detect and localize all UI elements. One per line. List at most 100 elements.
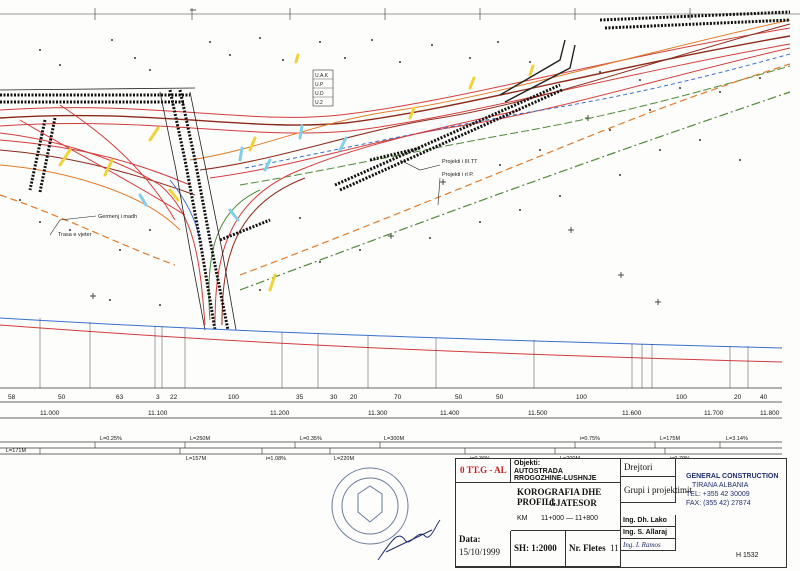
engineer-2: Ing. S. Allaraj (623, 529, 668, 536)
distance-value: 50 (496, 394, 504, 401)
company-tel: TEL: +355 42 30009 (686, 491, 750, 498)
distance-value: 35 (296, 394, 304, 401)
station-label: 11.800 (760, 410, 780, 417)
label-germeni: Germenj i madh (98, 214, 137, 220)
distance-value: 70 (394, 394, 402, 401)
ug-label: U.D (315, 91, 324, 97)
ramp-to-junction (499, 39, 576, 103)
grade-value: i=0.75% (580, 436, 600, 442)
station-label: 11.400 (440, 410, 460, 417)
objekti-label: Objekti: (514, 460, 541, 467)
distance-value: 100 (228, 394, 239, 401)
map-labels: Projekti i III.TT Projekti i rl P. Germe… (58, 159, 478, 238)
scale-value: SH: 1:2000 (514, 543, 557, 553)
highlight-marks (58, 53, 535, 292)
objekti-value-2: RROGOZHINE-LUSHNJE (514, 475, 597, 482)
grade-value: L=220M (334, 456, 354, 462)
signature (377, 519, 441, 561)
ug-label: U.2 (315, 100, 323, 106)
engineer-1-cell: Ing. Dh. Lako (621, 515, 676, 527)
grade-value: L=0.25% (100, 436, 122, 442)
ug-label: U.A.K (315, 73, 329, 79)
distance-value: 20 (734, 394, 742, 401)
ug-label-stack: U.A.K U.P U.D U.2 (312, 69, 334, 107)
sheet-number-label: Nr. Fletes (569, 543, 606, 553)
station-label: 11.500 (528, 410, 548, 417)
drawing-title-1: KOROGRAFIA DHE PROFILI (517, 487, 602, 507)
grade-row-upper: L=0.25% L=250M L=0.35% L=300M i=0.75% L=… (100, 436, 748, 442)
road-hatching (0, 10, 791, 331)
green-dashed-alignment (239, 91, 791, 291)
grade-value: L=171M (6, 448, 26, 454)
date-value: 15/10/1999 (459, 547, 501, 557)
company-fax: FAX: (355 42) 27874 (686, 500, 751, 507)
engineer-2-cell: Ing. S. Allaraj (621, 527, 676, 539)
station-label: 11.100 (148, 410, 168, 417)
station-label: 11.300 (368, 410, 388, 417)
survey-points (90, 9, 661, 305)
grade-value: L=300M (384, 436, 404, 442)
grade-dividers (39, 442, 721, 454)
scale-cell: SH: 1:2000 (511, 531, 566, 567)
round-stamp (331, 467, 409, 545)
distance-value: 50 (58, 394, 66, 401)
distance-value: 100 (676, 394, 687, 401)
station-label: 11.600 (622, 410, 642, 417)
distance-value: 22 (170, 394, 178, 401)
date-cell: Data: 15/10/1999 (456, 531, 511, 567)
date-label: Data: (459, 534, 481, 544)
distance-value: 30 (330, 394, 338, 401)
sheet-number-value: 11 (610, 543, 619, 553)
label-projekti-ii: Projekti i III.TT (442, 159, 478, 165)
sheet-id: H 1532 (732, 551, 782, 565)
profile-band-lines (0, 387, 782, 455)
old-road-orange-dashed (0, 63, 791, 276)
sheet-id-value: H 1532 (736, 552, 759, 559)
engineer-3: Ing. I. Ramos (623, 541, 661, 549)
station-label: 11.200 (270, 410, 290, 417)
distance-row: 58 50 63 3 22 100 35 30 20 70 50 50 100 … (8, 394, 768, 401)
sheet-number-cell: Nr. Fletes 11 (566, 531, 621, 567)
grupi-label: Grupi i projektimit (624, 485, 692, 495)
engineer-3-cell: Ing. I. Ramos (621, 539, 676, 551)
distance-value: 3 (156, 394, 160, 401)
grade-value: L=250M (190, 436, 210, 442)
interchange-curves (0, 109, 521, 326)
profile-lines (0, 317, 783, 363)
grade-value: i=1.08% (266, 456, 286, 462)
drawing-title-cell: KOROGRAFIA DHE PROFILI GJATESOR KM 11+00… (511, 483, 621, 531)
grade-value: L=175M (660, 436, 680, 442)
drejtori-cell: Drejtori (621, 459, 676, 477)
title-block: 0 TT.G - AL Objekti: AUTOSTRADA RROGOZHI… (455, 458, 787, 568)
distance-value: 50 (455, 394, 463, 401)
grade-value: L=157M (186, 456, 206, 462)
label-leader-lines (49, 159, 441, 236)
drejtori-label: Drejtori (624, 462, 653, 472)
km-range: 11+000 — 11+800 (541, 515, 598, 522)
top-tick-border (0, 8, 800, 20)
company-stamp: GENERAL CONSTRUCTION TIRANA ALBANIA TEL:… (680, 463, 784, 515)
distance-value: 40 (760, 394, 768, 401)
label-projekti-i: Projekti i rl P. (442, 172, 474, 178)
distance-value: 20 (350, 394, 358, 401)
grade-value: L=3.14% (726, 436, 748, 442)
drawing-title-2: GJATESOR (549, 498, 597, 508)
ug-label: U.P (315, 82, 324, 88)
objekti-value-1: AUTOSTRADA (514, 468, 563, 475)
code-cell: 0 TT.G - AL (456, 459, 511, 483)
company-name: GENERAL CONSTRUCTION (686, 473, 779, 480)
objekti-cell: Objekti: AUTOSTRADA RROGOZHINE-LUSHNJE (511, 459, 621, 483)
distance-value: 58 (8, 394, 16, 401)
label-trasa: Trasa e vjeter (58, 232, 92, 238)
highway-alignment-lines (0, 19, 791, 186)
km-label: KM (517, 515, 528, 522)
distance-value: 100 (576, 394, 587, 401)
station-label: 11.700 (704, 410, 724, 417)
survey-dots (19, 37, 761, 306)
engineer-1: Ing. Dh. Lako (623, 517, 667, 524)
station-label: 11.000 (40, 410, 60, 417)
profile-ordinates (39, 318, 749, 388)
distance-value: 63 (116, 394, 124, 401)
company-city: TIRANA ALBANIA (692, 482, 749, 489)
